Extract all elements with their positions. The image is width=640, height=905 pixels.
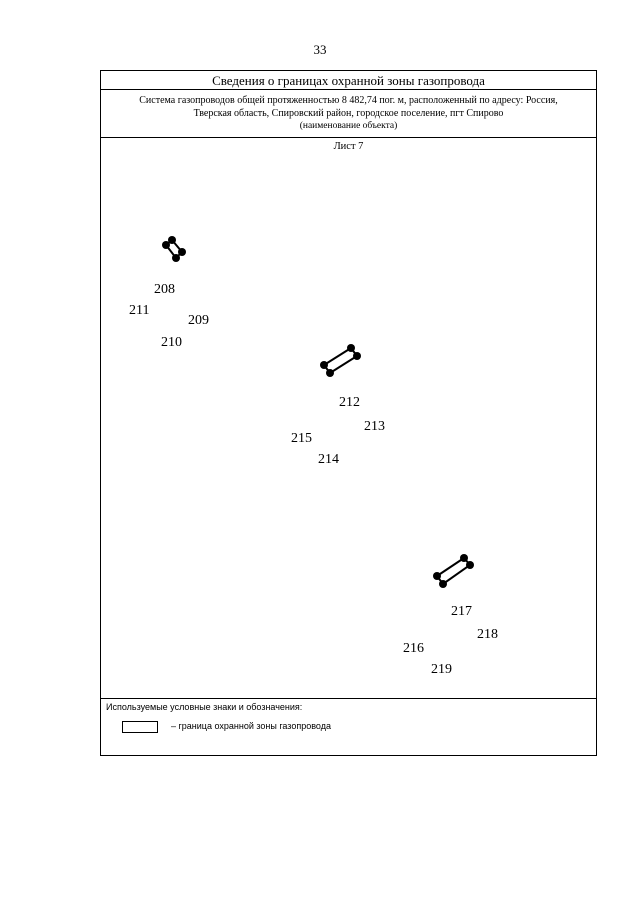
point-label-212: 212 bbox=[339, 395, 360, 410]
document-title: Сведения о границах охранной зоны газопр… bbox=[101, 71, 596, 90]
point-label-219: 219 bbox=[431, 662, 452, 677]
point-label-209: 209 bbox=[188, 313, 209, 328]
zone-polygon-3 bbox=[435, 556, 472, 586]
point-label-214: 214 bbox=[318, 452, 339, 467]
legend-heading: Используемые условные знаки и обозначени… bbox=[106, 702, 303, 712]
boundary-point-218 bbox=[466, 561, 474, 569]
object-description: Система газопроводов общей протяженность… bbox=[101, 90, 596, 138]
document-frame: Сведения о границах охранной зоны газопр… bbox=[100, 70, 597, 756]
boundary-point-209 bbox=[178, 248, 186, 256]
point-label-211: 211 bbox=[129, 303, 149, 318]
point-label-216: 216 bbox=[403, 641, 424, 656]
point-label-208: 208 bbox=[154, 282, 175, 297]
boundary-point-216 bbox=[433, 572, 441, 580]
boundary-point-217 bbox=[460, 554, 468, 562]
object-caption: (наименование объекта) bbox=[299, 121, 398, 131]
point-label-217: 217 bbox=[451, 604, 472, 619]
zone-boundary-symbol bbox=[122, 721, 158, 733]
point-label-218: 218 bbox=[477, 627, 498, 642]
boundary-point-213 bbox=[353, 352, 361, 360]
object-line-2: Тверская область, Спировский район, горо… bbox=[193, 108, 504, 119]
boundary-point-215 bbox=[320, 361, 328, 369]
legend: Используемые условные знаки и обозначени… bbox=[101, 698, 596, 755]
legend-zone-boundary-label: – граница охранной зоны газопровода bbox=[171, 721, 331, 731]
point-label-213: 213 bbox=[364, 419, 385, 434]
zone-map: 208 211 209 210 212 213 215 214 bbox=[129, 236, 498, 677]
boundary-point-219 bbox=[439, 580, 447, 588]
boundary-point-210 bbox=[172, 254, 180, 262]
boundary-point-214 bbox=[326, 369, 334, 377]
object-line-1: Система газопроводов общей протяженность… bbox=[139, 95, 558, 106]
point-label-215: 215 bbox=[291, 431, 312, 446]
page-number: 33 bbox=[313, 42, 327, 57]
map-area: 208 211 209 210 212 213 215 214 bbox=[101, 138, 596, 698]
boundary-point-208 bbox=[168, 236, 176, 244]
sheet-label: Лист 7 bbox=[333, 141, 364, 152]
boundary-point-211 bbox=[162, 241, 170, 249]
point-label-210: 210 bbox=[161, 335, 182, 350]
boundary-point-212 bbox=[347, 344, 355, 352]
